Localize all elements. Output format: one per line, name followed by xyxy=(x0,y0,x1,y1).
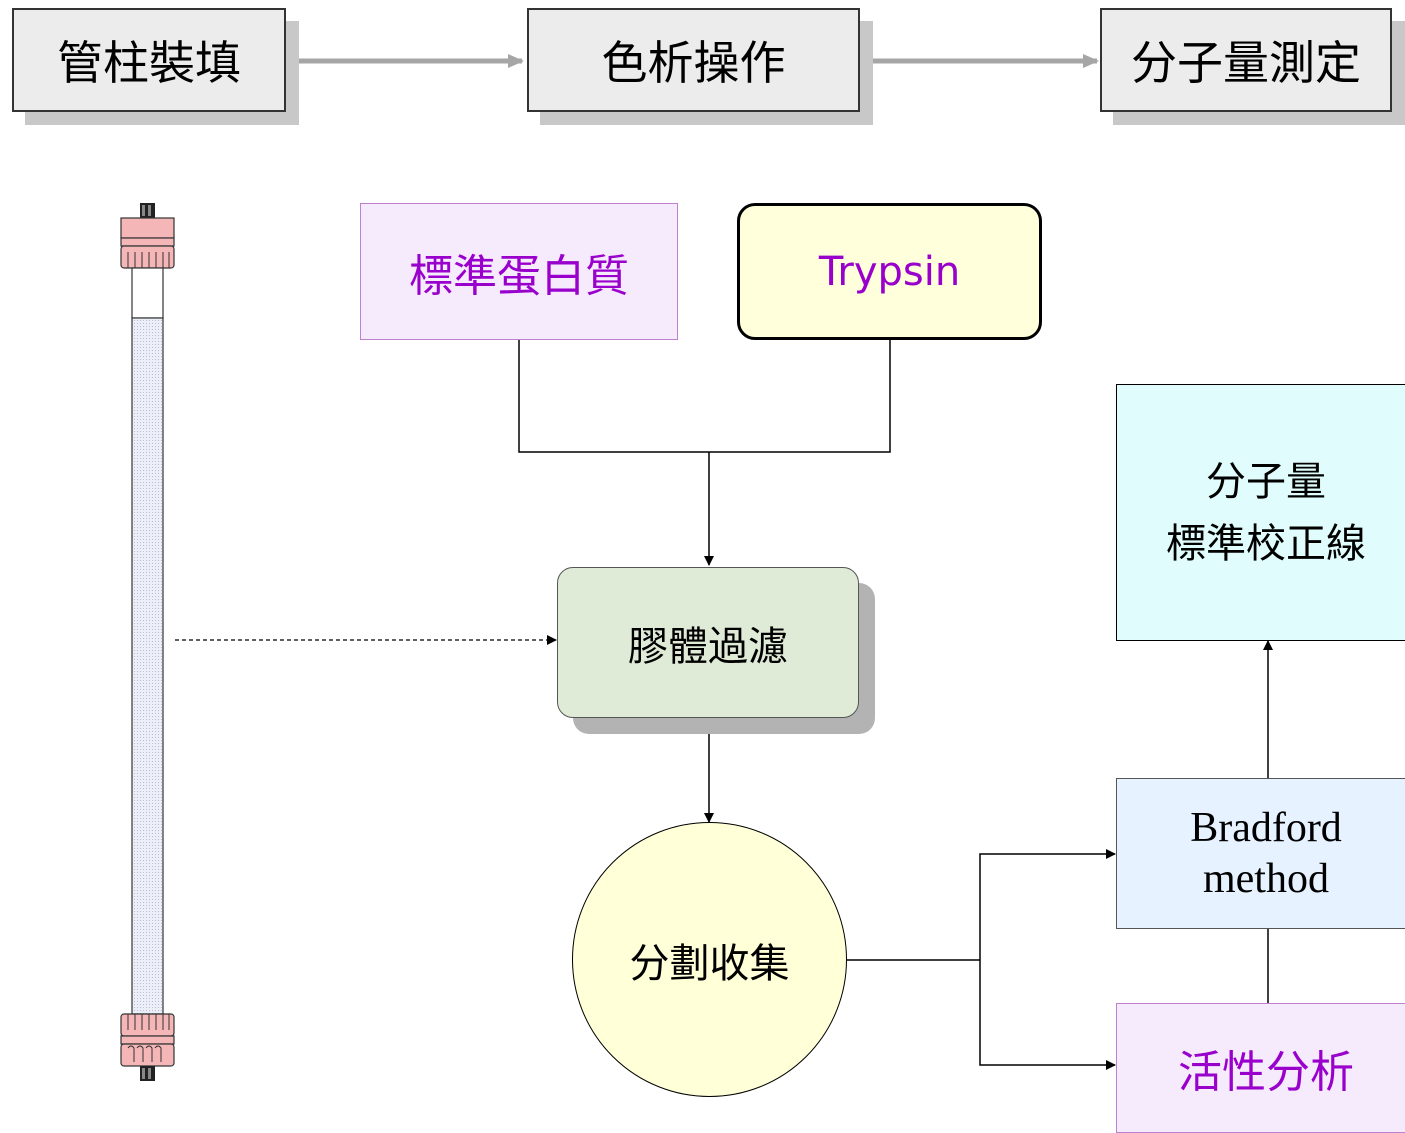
trypsin-label: Trypsin xyxy=(818,248,961,295)
branch-to-activity xyxy=(979,960,1116,1070)
gel-filtration-box: 膠體過濾 xyxy=(557,567,859,718)
step-column-packing: 管柱裝填 xyxy=(12,8,286,112)
standard-protein-label: 標準蛋白質 xyxy=(409,250,629,302)
mw-calibration-box: 分子量 標準校正線 xyxy=(1116,384,1405,641)
calibration-label-line1: 分子量 xyxy=(1206,458,1326,505)
gel-filtration-label: 膠體過濾 xyxy=(628,623,788,670)
trypsin-box: Trypsin xyxy=(737,203,1042,340)
branch-to-bradford xyxy=(979,849,1116,960)
activity-analysis-box: 活性分析 xyxy=(1116,1003,1405,1133)
step-label: 分子量測定 xyxy=(1131,36,1361,90)
chromatography-column-icon xyxy=(120,203,175,1081)
activity-analysis-label: 活性分析 xyxy=(1178,1047,1354,1098)
fraction-collection-circle: 分劃收集 xyxy=(572,822,847,1097)
fraction-collection-label: 分劃收集 xyxy=(629,940,790,987)
step-label: 色析操作 xyxy=(601,36,786,90)
calibration-label-line2: 標準校正線 xyxy=(1166,520,1366,567)
standard-protein-box: 標準蛋白質 xyxy=(360,203,678,340)
step-chromatography: 色析操作 xyxy=(527,8,860,112)
bradford-label-line2: method xyxy=(1203,855,1329,902)
bradford-label-line1: Bradford xyxy=(1190,805,1342,852)
bradford-method-box: Bradford method xyxy=(1116,778,1405,929)
step-mw-determination: 分子量測定 xyxy=(1100,8,1392,112)
merge-connector xyxy=(518,340,891,453)
step-label: 管柱裝填 xyxy=(57,36,241,90)
